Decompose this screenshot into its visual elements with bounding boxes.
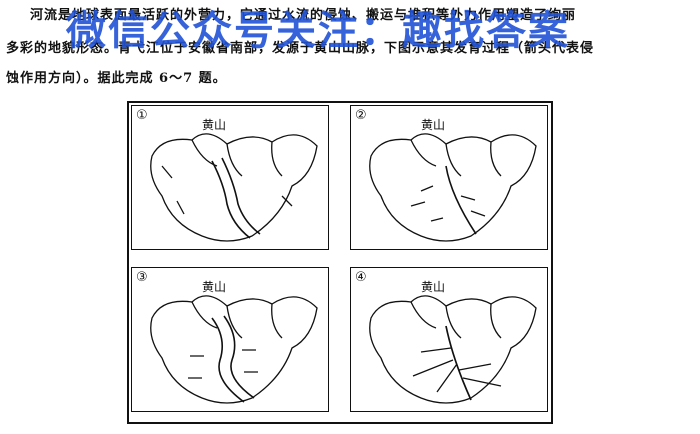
landform-sketch [351,268,549,413]
panel-2: ② 黄山 [350,105,548,250]
paragraph-line-3: 蚀作用方向）。据此完成 6～7 题。 [6,67,227,86]
watermark-text: 微信公众号关注：趣找答案 [66,0,570,56]
landform-sketch [132,268,330,413]
panel-4: ④ 黄山 [350,267,548,412]
panel-1: ① 黄山 [131,105,329,250]
panel-3: ③ 黄山 [131,267,329,412]
landform-sketch [351,106,549,251]
landform-sketch [132,106,330,251]
